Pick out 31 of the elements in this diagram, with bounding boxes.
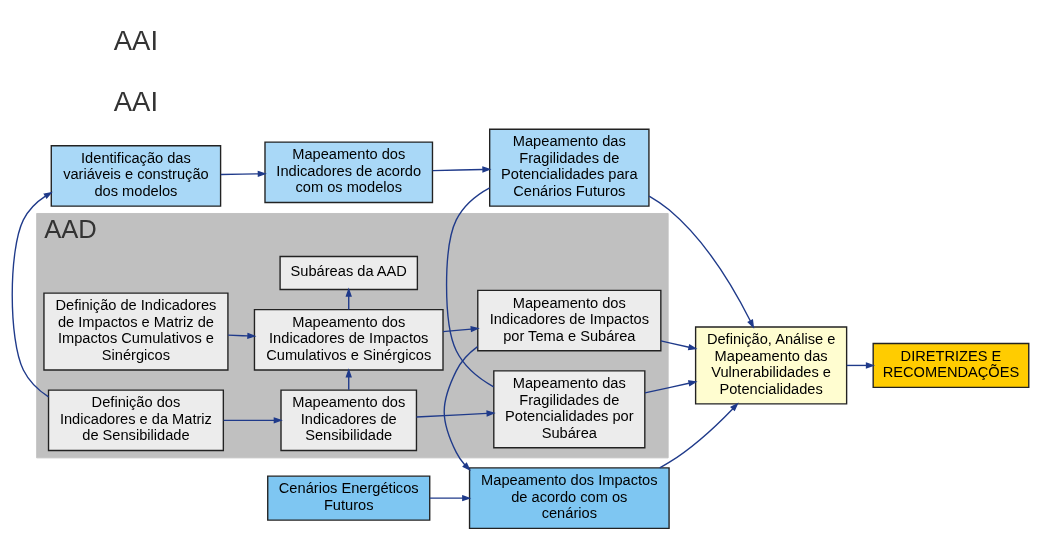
arrow: [644, 379, 698, 394]
node-box: Identificação das variáveis e construção dos modelos: [50, 144, 222, 207]
node-box: Subáreas da AAD: [279, 255, 419, 290]
node-box: Cenários Energéticos Futuros: [267, 475, 431, 521]
arrow: [415, 409, 496, 418]
node-box: Mapeamento dos Indicadores de Sensibilidade: [280, 388, 418, 451]
node-box: Definição, Análise e Mapeamento das Vulnerabilidades e Potencialidades: [694, 325, 848, 405]
arrow: [11, 191, 53, 398]
arrow: [220, 170, 267, 177]
node-box: Mapeamento dos Indicadores de Impactos por Tema e Subárea: [477, 289, 662, 351]
label: AAI: [113, 24, 159, 56]
connector: [445, 186, 495, 387]
arrow: [442, 325, 480, 332]
arrow: [846, 361, 876, 369]
node-box: Definição dos Indicadores e da Matriz de Sensibilidade: [47, 388, 225, 451]
node-box: Mapeamento dos Indicadores de Impactos Cumulativos e Sinérgicos: [253, 308, 444, 371]
node-box: DIRETRIZES E RECOMENDAÇÕES: [872, 342, 1030, 388]
node-box: Mapeamento dos Impactos de acordo com os cenários: [468, 466, 670, 529]
node-box: Mapeamento dos Indicadores de acordo com os modelos: [264, 140, 434, 203]
node-box: Definição de Indicadores de Impactos e Matriz de Impactos Cumulativos e Sinérgicos: [43, 291, 229, 371]
label: AAI: [113, 85, 159, 117]
arrow: [648, 194, 755, 329]
node-box: Mapeamento das Fragilidades de Potencialidades por Subárea: [493, 369, 646, 448]
arrow: [222, 416, 283, 424]
node-box: Mapeamento das Fragilidades de Potencialidades para Cenários Futuros: [489, 128, 650, 207]
arrow: [227, 332, 257, 339]
arrow: [660, 339, 698, 350]
arrow: [659, 402, 739, 468]
arrow: [443, 345, 479, 471]
arrow: [429, 494, 472, 501]
arrow: [431, 165, 492, 173]
